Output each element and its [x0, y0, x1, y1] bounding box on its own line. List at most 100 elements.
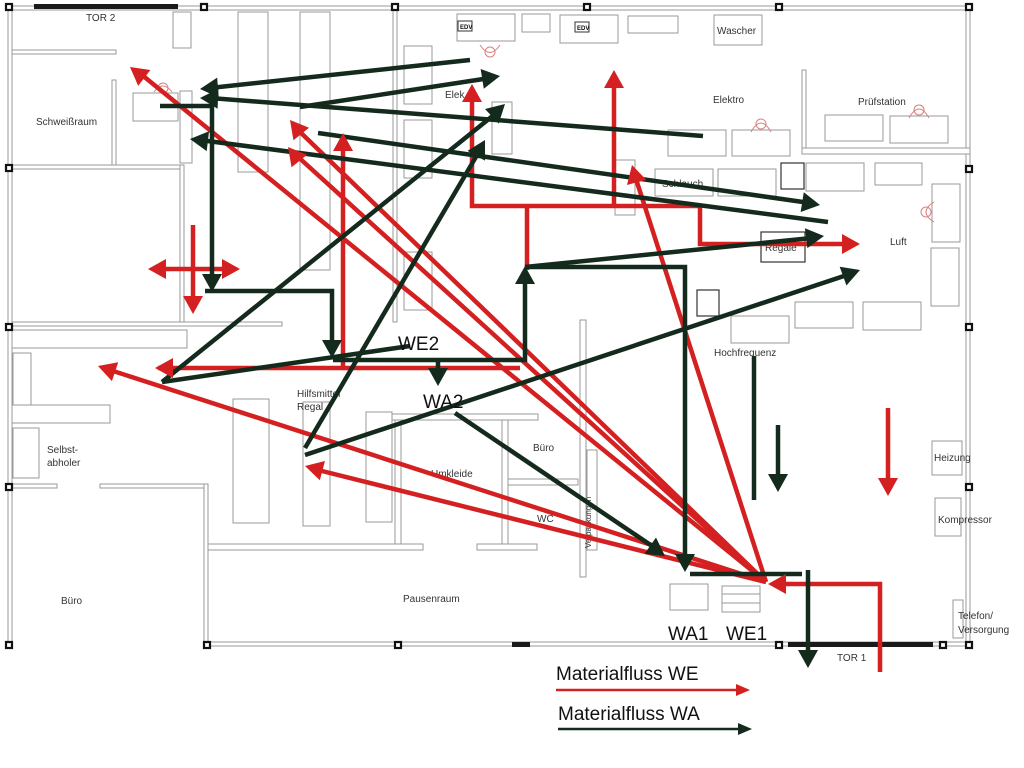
flow-wa-line: [317, 130, 811, 206]
label-hilfsmittel-1: Hilfsmittel: [297, 389, 340, 400]
flow-we-arrowhead-icon: [604, 70, 624, 88]
flow-wa-line: [304, 271, 851, 458]
wall-mid-left: [11, 321, 283, 327]
wall-pausen-top-b: [476, 543, 538, 551]
label-schweissraum: Schweißraum: [36, 117, 97, 128]
label-selbst-2: abholer: [47, 458, 81, 469]
flow-we-line: [632, 175, 769, 583]
label-hilfsmittel-2: Regal: [297, 402, 323, 413]
flow-wa-line: [303, 148, 482, 450]
flow-wa-arrowhead-icon: [485, 104, 505, 124]
flow-wa-arrowhead-icon: [467, 140, 485, 161]
hochfreq-box-3: [862, 301, 922, 331]
flow-wa-line: [161, 343, 411, 385]
flow-we-line: [294, 153, 768, 584]
furniture: [12, 11, 964, 639]
flow-wa-arrowhead-icon: [322, 340, 342, 358]
gate-small: [512, 642, 530, 647]
flow-we-arrowhead-icon: [626, 165, 647, 185]
flow-we-line: [296, 128, 768, 584]
cabinet-2: [521, 13, 551, 33]
flow-we-arrowhead-icon: [842, 234, 860, 254]
flow-wa-arrowhead-icon: [644, 537, 665, 556]
box-dark-2: [696, 289, 720, 317]
label-regale: Regale: [765, 243, 797, 254]
flow-we-arrowhead-icon: [98, 362, 119, 382]
flow-we-arrowhead-icon: [222, 259, 240, 279]
label-buero-mid: Büro: [533, 443, 555, 454]
flow-wa-arrowhead-icon: [839, 266, 860, 286]
gate-tor2: [34, 4, 178, 9]
flow-wa-path: [205, 288, 335, 345]
flow-we-arrowhead-icon: [130, 67, 151, 86]
shelf-left-1: [11, 329, 188, 349]
flow-we-arrowhead-icon: [290, 120, 310, 141]
label-telefon-1: Telefon/: [958, 611, 993, 622]
station-we1: WE1: [726, 624, 767, 645]
flow-wa-arrowhead-icon: [675, 554, 695, 572]
wall-pruef-bottom: [801, 147, 971, 155]
flow-we-arrowhead-icon: [288, 147, 308, 168]
label-wc: WC: [537, 514, 554, 525]
wall-buero-right: [203, 483, 209, 647]
label-luft: Luft: [890, 237, 907, 248]
rack-2: [299, 11, 331, 271]
pillar: [964, 164, 974, 174]
legend-label-we: Materialfluss WE: [556, 664, 699, 685]
legend: Materialfluss WE Materialfluss WA: [556, 664, 752, 735]
wall-pruef-left: [801, 69, 807, 151]
pallet-we1: [721, 585, 761, 613]
edv-label-2: EDV: [577, 26, 589, 32]
flow-wa-line: [524, 235, 813, 270]
wall-wc-top: [507, 478, 579, 486]
wall-schweiss-top: [11, 49, 117, 55]
arrowheads: [98, 67, 898, 668]
gate-tor2-label: TOR 2: [86, 13, 116, 24]
wall-room2-top: [11, 164, 185, 170]
flow-we-arrowhead-icon: [333, 133, 353, 151]
pillar: [582, 2, 592, 12]
label-pausenraum: Pausenraum: [403, 594, 460, 605]
station-wa2: WA2: [423, 392, 463, 413]
flow-we-line: [140, 73, 768, 584]
pillars: [4, 2, 974, 650]
wall-buero-top-a: [11, 483, 58, 489]
wall-pausen-top: [207, 543, 424, 551]
pillar: [4, 163, 14, 173]
heizung-box: [931, 440, 963, 476]
label-hochfrequenz: Hochfrequenz: [714, 348, 776, 359]
label-umkleide: Umkleide: [431, 469, 473, 480]
pillar: [938, 640, 948, 650]
luft-bench-2: [930, 247, 960, 307]
room-labels: TOR 2 Schweißraum Elek Elektro Wascher P…: [36, 13, 1009, 664]
walls: [7, 5, 971, 647]
flow-wa-arrowhead-icon: [190, 131, 210, 152]
flow-we-path: [780, 581, 883, 672]
label-selbst-1: Selbst-: [47, 445, 78, 456]
flow-wa-group: [160, 57, 851, 655]
cabinet: [172, 11, 192, 49]
gate-tor1-label: TOR 1: [837, 653, 867, 664]
flow-wa-arrowhead-icon: [804, 228, 824, 249]
label-elektro-left: Elek: [445, 90, 465, 101]
pillar: [202, 640, 212, 650]
box-right-1: [805, 162, 865, 192]
person-icon: [479, 44, 501, 58]
flow-we-arrowhead-icon: [155, 358, 173, 378]
flow-wa-line: [209, 57, 471, 91]
flow-we-arrowhead-icon: [148, 259, 166, 279]
selbst-box: [12, 427, 40, 479]
cabinet-3: [627, 15, 679, 34]
flow-wa-line: [199, 137, 829, 225]
label-pruefstation: Prüfstation: [858, 97, 906, 108]
pillar: [774, 640, 784, 650]
regale-box: [760, 231, 806, 263]
shelf-schweiss: [179, 90, 193, 164]
kompressor-box: [934, 497, 962, 537]
pruef-bench-2: [889, 115, 949, 144]
pillar: [964, 640, 974, 650]
pillar: [390, 2, 400, 12]
pillar: [4, 2, 14, 12]
edv-monitor-1: [457, 20, 473, 32]
pillar: [393, 640, 403, 650]
